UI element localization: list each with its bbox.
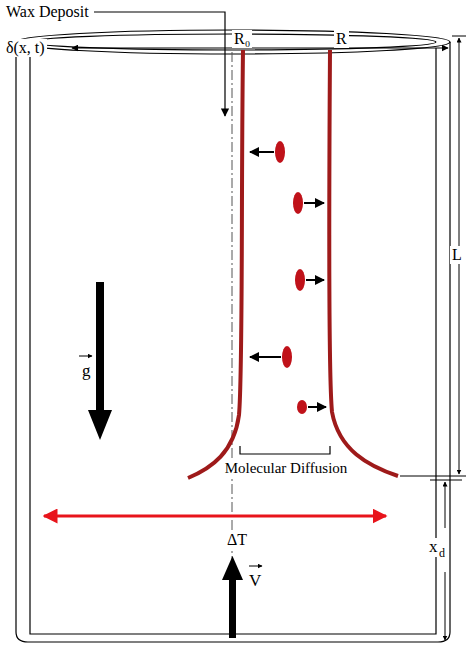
dimension-label: L [450, 246, 464, 264]
deposit-start-dimension [430, 480, 462, 640]
dimension-label: R₀ [232, 30, 252, 48]
vector-label: V [247, 572, 263, 591]
dimension-label: δ(x, t) [4, 39, 47, 57]
gravity-arrow [79, 282, 112, 440]
temperature-arrow [44, 515, 386, 518]
region-label: Molecular Diffusion [223, 460, 350, 477]
wax-profile [188, 50, 398, 478]
pipe-wall [16, 30, 450, 642]
wax-particles [250, 141, 326, 414]
vector-label: g [80, 362, 93, 381]
callout-line [94, 12, 225, 116]
callout-label: Wax Deposit [4, 3, 91, 21]
length-dimension [400, 36, 466, 476]
radius-dimension [72, 48, 448, 49]
dimension-label: ΔT [225, 531, 249, 549]
dimension-label: R [334, 30, 349, 48]
subscript-label: d [437, 547, 447, 560]
velocity-arrow [222, 556, 262, 638]
bracket [240, 446, 330, 454]
dimension-label: x [427, 538, 440, 557]
